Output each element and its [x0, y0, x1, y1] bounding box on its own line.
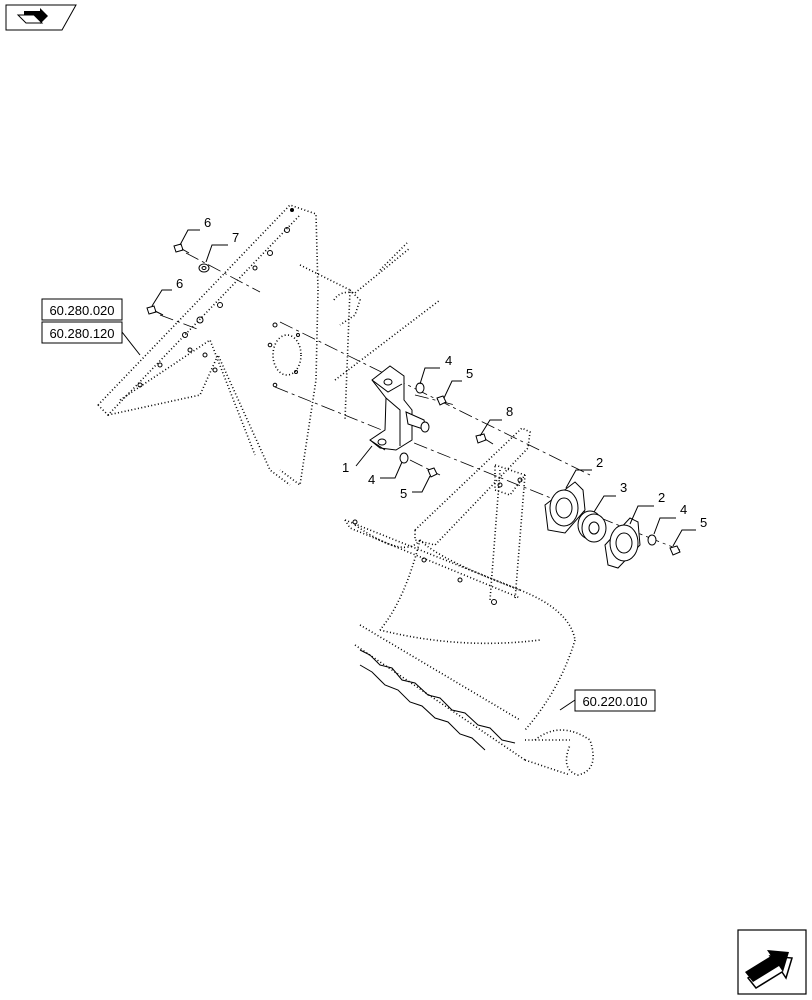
callout-5a[interactable]: 5 [466, 366, 473, 381]
washer-4-lower [399, 452, 409, 464]
callout-6a[interactable]: 6 [204, 215, 211, 230]
back-page-icon [16, 8, 48, 24]
support-bracket-1 [369, 365, 430, 451]
washer-7 [198, 263, 210, 273]
back-page-button[interactable] [5, 4, 77, 31]
callout-3[interactable]: 3 [620, 480, 627, 495]
next-page-icon [745, 950, 793, 989]
reference-label: 60.220.010 [582, 694, 647, 709]
nut-5-right [669, 545, 681, 556]
reference-box-60-220-010[interactable]: 60.220.010 [574, 689, 656, 712]
callout-leaders [151, 229, 696, 547]
next-page-button[interactable] [737, 929, 807, 995]
reference-box-60-280-120[interactable]: 60.280.120 [41, 321, 123, 344]
callout-5c[interactable]: 5 [700, 515, 707, 530]
callout-6b[interactable]: 6 [176, 276, 183, 291]
auger-trough [344, 469, 594, 776]
center-plate [267, 242, 441, 421]
nut-5-upper [436, 395, 447, 406]
reference-leader [559, 699, 576, 711]
nut-5-lower [427, 467, 438, 478]
reference-leader [121, 331, 141, 356]
flange-2-left [544, 481, 586, 534]
callout-2a[interactable]: 2 [596, 455, 603, 470]
bearing-3 [577, 510, 607, 543]
reference-box-60-280-020[interactable]: 60.280.020 [41, 298, 123, 321]
flange-2-right [604, 517, 641, 569]
callout-1[interactable]: 1 [342, 460, 349, 475]
callout-8[interactable]: 8 [506, 404, 513, 419]
bearing-bracket-right [414, 427, 531, 546]
callout-4a[interactable]: 4 [445, 353, 452, 368]
reference-label: 60.280.120 [49, 326, 114, 341]
callout-5b[interactable]: 5 [400, 486, 407, 501]
reference-label: 60.280.020 [49, 303, 114, 318]
bolt-6-upper [173, 243, 190, 254]
bolt-6-lower [146, 305, 164, 316]
bolt-8 [475, 433, 494, 445]
frame-plate-left [97, 204, 319, 487]
callout-4c[interactable]: 4 [680, 502, 687, 517]
callout-4b[interactable]: 4 [368, 472, 375, 487]
callout-2b[interactable]: 2 [658, 490, 665, 505]
callout-7[interactable]: 7 [232, 230, 239, 245]
washer-4-right [647, 534, 657, 546]
washer-4-upper [415, 382, 425, 394]
